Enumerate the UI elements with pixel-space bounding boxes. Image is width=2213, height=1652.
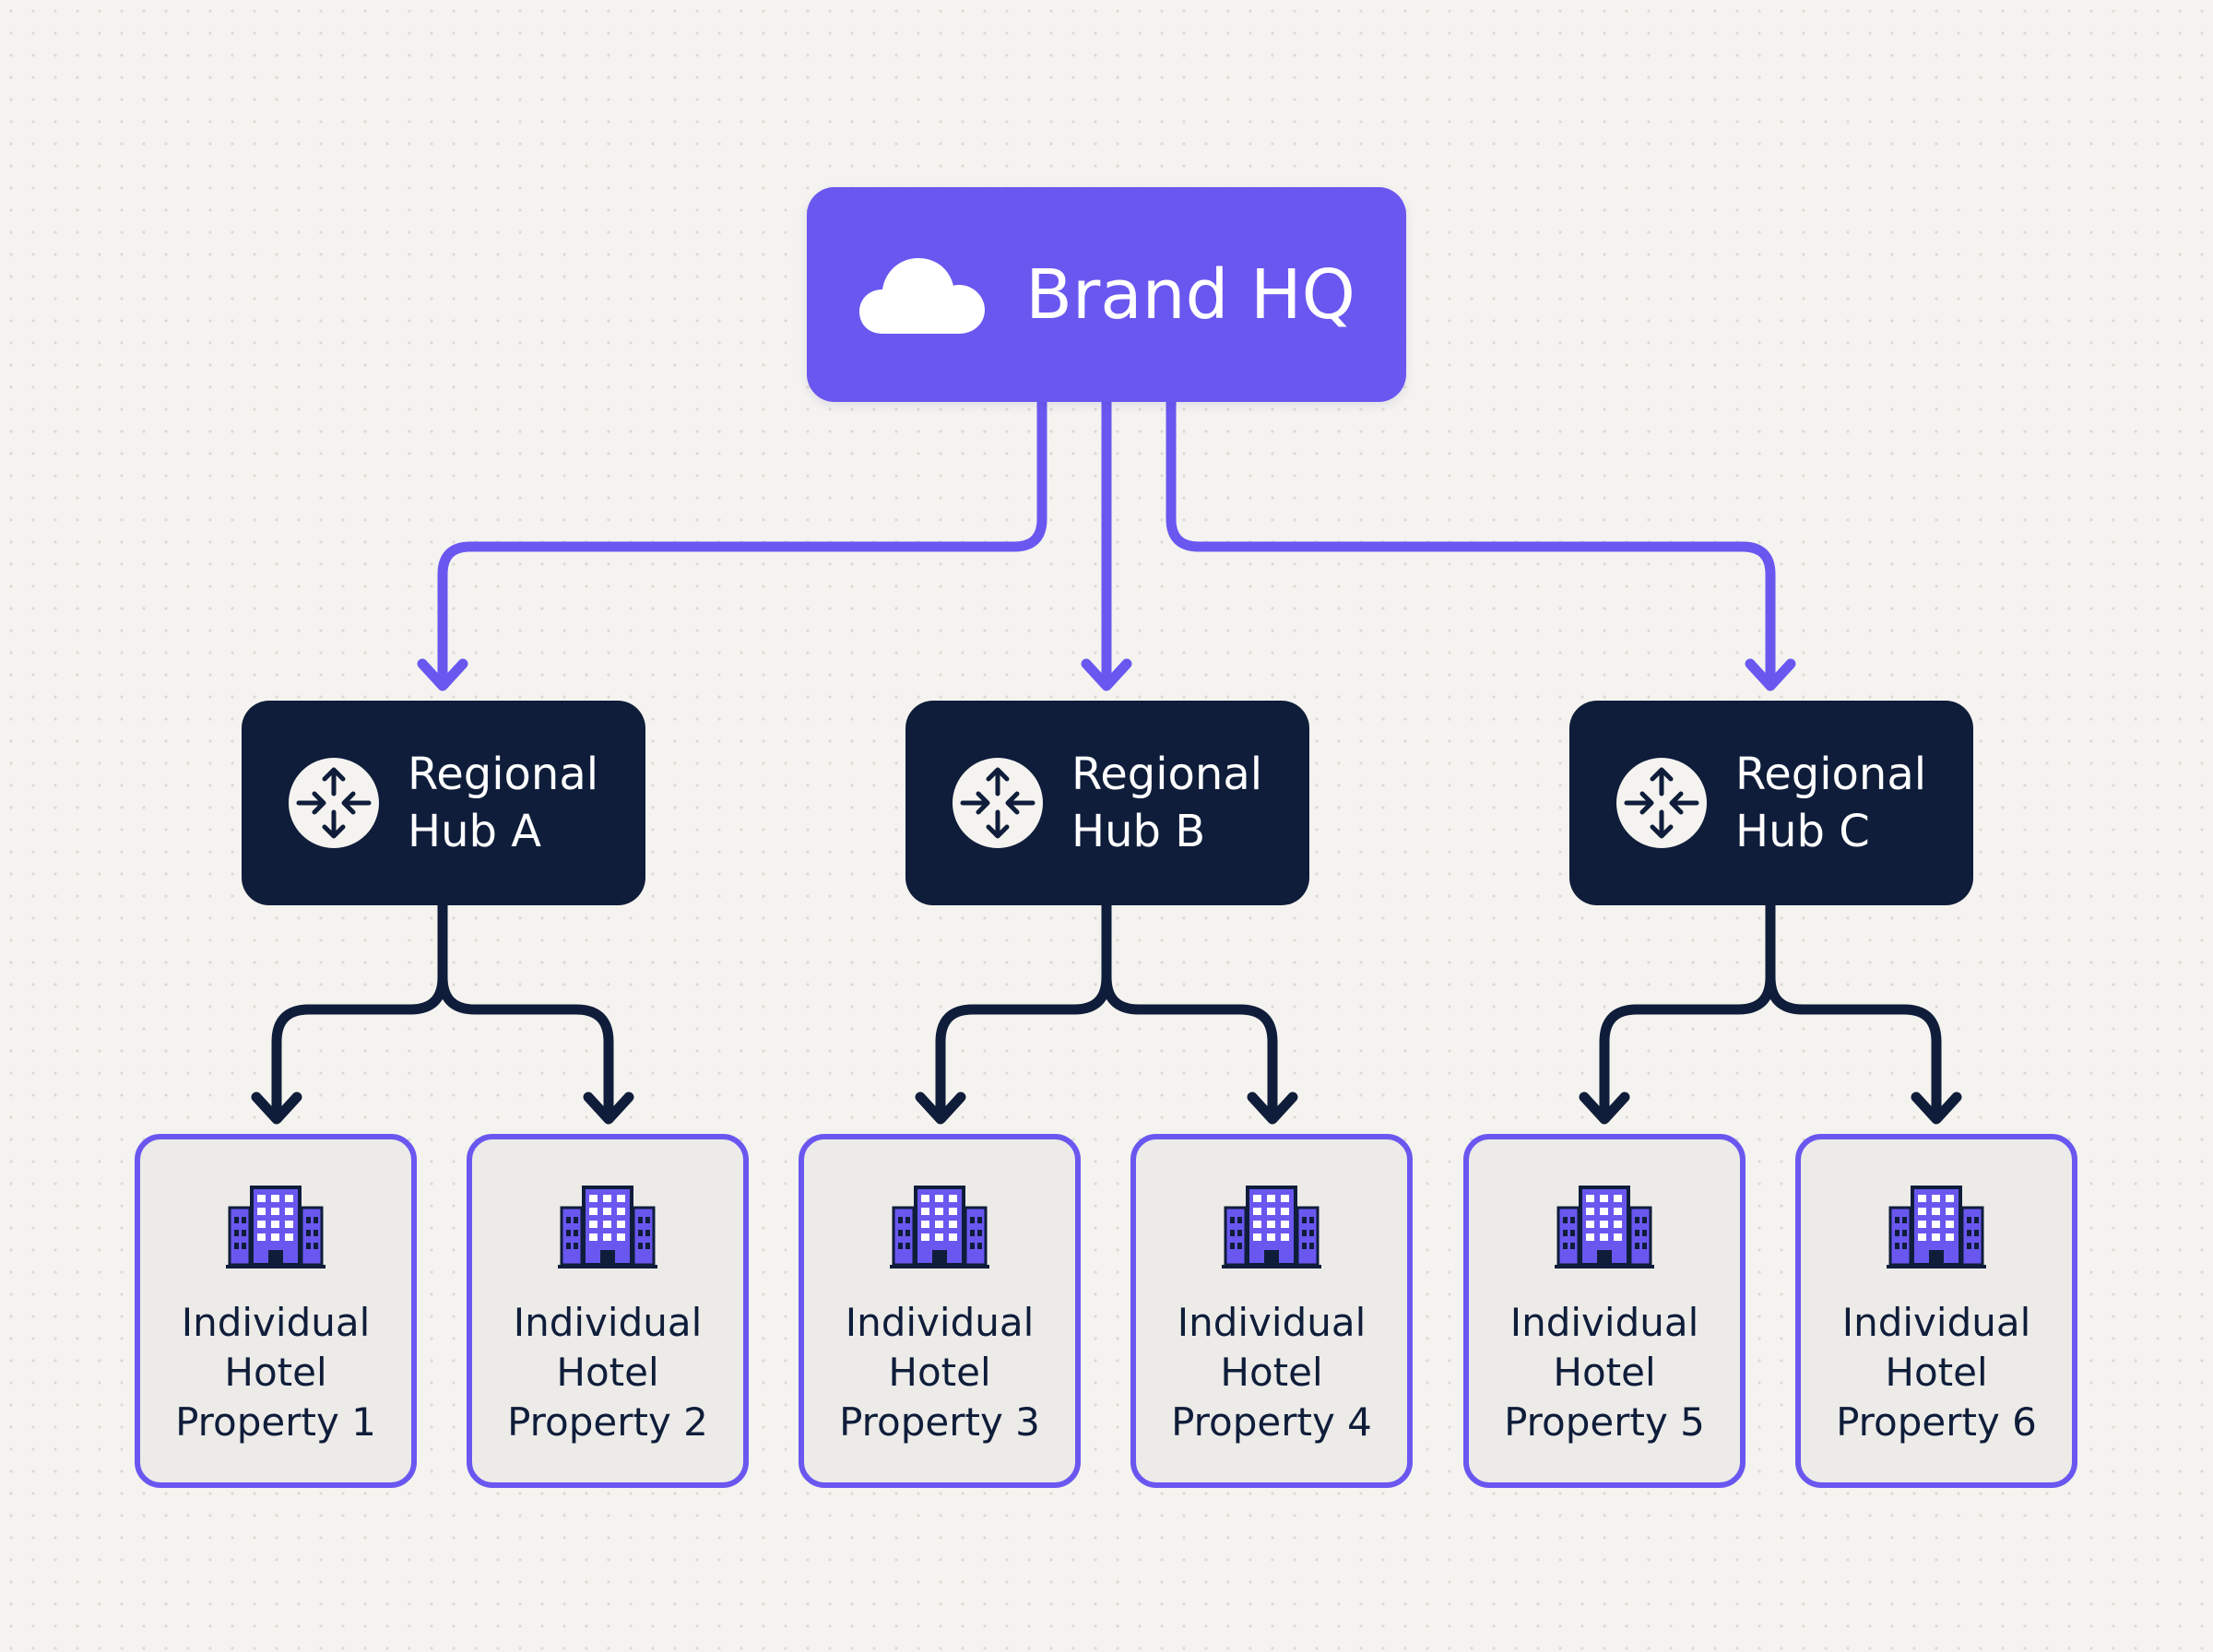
hotel-building-icon: [558, 1186, 657, 1268]
hub-c-label: Regional Hub C: [1735, 746, 1926, 860]
arrowhead-property-6: [1911, 1092, 1962, 1125]
connector-hq-to-hub-c: [1166, 396, 1776, 690]
connector-hq-to-hub-a: [437, 396, 1047, 690]
hub-b-label: Regional Hub B: [1071, 746, 1262, 860]
regional-hub-b-node: Regional Hub B: [905, 701, 1309, 905]
hotel-property-4-node: Individual Hotel Property 4: [1130, 1134, 1413, 1488]
arrowhead-property-1: [251, 1092, 302, 1125]
connector-hub-c-to-property-5: [1599, 900, 1776, 1123]
hotel-property-1-node: Individual Hotel Property 1: [135, 1134, 417, 1488]
arrowhead-property-2: [583, 1092, 634, 1125]
connector-hub-b-to-property-4: [1101, 900, 1278, 1123]
hotel-property-6-node: Individual Hotel Property 6: [1795, 1134, 2077, 1488]
property-4-label-line3: Property 4: [1171, 1399, 1372, 1445]
property-1-label-line2: Hotel: [224, 1350, 327, 1395]
hub-c-label-line2: Hub C: [1735, 806, 1870, 857]
property-6-label-line1: Individual: [1841, 1300, 2031, 1345]
property-3-label-line1: Individual: [845, 1300, 1035, 1345]
property-2-label: Individual Hotel Property 2: [507, 1298, 708, 1447]
property-1-label: Individual Hotel Property 1: [175, 1298, 376, 1447]
hub-a-label-line2: Hub A: [408, 806, 542, 857]
router-icon: [1616, 758, 1707, 848]
hotel-building-icon: [1887, 1186, 1986, 1268]
hub-b-label-line2: Hub B: [1071, 806, 1206, 857]
brand-hq-label: Brand HQ: [1025, 254, 1355, 335]
property-4-label-line2: Hotel: [1220, 1350, 1323, 1395]
property-5-label-line1: Individual: [1509, 1300, 1699, 1345]
property-6-label-line2: Hotel: [1885, 1350, 1988, 1395]
property-2-label-line2: Hotel: [556, 1350, 659, 1395]
brand-hq-node: Brand HQ: [807, 187, 1406, 402]
router-icon: [289, 758, 379, 848]
property-6-label: Individual Hotel Property 6: [1836, 1298, 2037, 1447]
property-4-label: Individual Hotel Property 4: [1171, 1298, 1372, 1447]
hub-b-label-line1: Regional: [1071, 749, 1263, 800]
hotel-building-icon: [1555, 1186, 1654, 1268]
hotel-property-3-node: Individual Hotel Property 3: [799, 1134, 1081, 1488]
property-4-label-line1: Individual: [1177, 1300, 1367, 1345]
hotel-building-icon: [890, 1186, 989, 1268]
property-2-label-line3: Property 2: [507, 1399, 708, 1445]
regional-hub-a-node: Regional Hub A: [242, 701, 645, 905]
arrowhead-property-3: [915, 1092, 966, 1125]
cloud-icon: [859, 257, 986, 334]
arrowhead-hub-c: [1745, 658, 1796, 691]
property-5-label: Individual Hotel Property 5: [1504, 1298, 1705, 1447]
hub-c-label-line1: Regional: [1735, 749, 1927, 800]
property-1-label-line1: Individual: [181, 1300, 371, 1345]
connector-hub-a-to-property-1: [271, 900, 448, 1123]
property-1-label-line3: Property 1: [175, 1399, 376, 1445]
arrowhead-property-5: [1579, 1092, 1630, 1125]
property-3-label-line2: Hotel: [888, 1350, 991, 1395]
arrowhead-hub-a: [417, 658, 468, 691]
regional-hub-c-node: Regional Hub C: [1569, 701, 1973, 905]
connector-hub-a-to-property-2: [437, 900, 614, 1123]
connector-hub-c-to-property-6: [1765, 900, 1942, 1123]
arrowhead-property-4: [1247, 1092, 1298, 1125]
property-3-label-line3: Property 3: [839, 1399, 1040, 1445]
hotel-property-2-node: Individual Hotel Property 2: [467, 1134, 749, 1488]
router-icon: [953, 758, 1043, 848]
hub-a-label-line1: Regional: [408, 749, 599, 800]
connector-hub-b-to-property-3: [935, 900, 1112, 1123]
property-5-label-line3: Property 5: [1504, 1399, 1705, 1445]
hotel-building-icon: [226, 1186, 325, 1268]
property-5-label-line2: Hotel: [1553, 1350, 1656, 1395]
hub-a-label: Regional Hub A: [408, 746, 598, 860]
arrowhead-hub-b: [1081, 658, 1132, 691]
hotel-property-5-node: Individual Hotel Property 5: [1463, 1134, 1746, 1488]
property-3-label: Individual Hotel Property 3: [839, 1298, 1040, 1447]
hotel-building-icon: [1222, 1186, 1321, 1268]
property-6-label-line3: Property 6: [1836, 1399, 2037, 1445]
property-2-label-line1: Individual: [513, 1300, 703, 1345]
